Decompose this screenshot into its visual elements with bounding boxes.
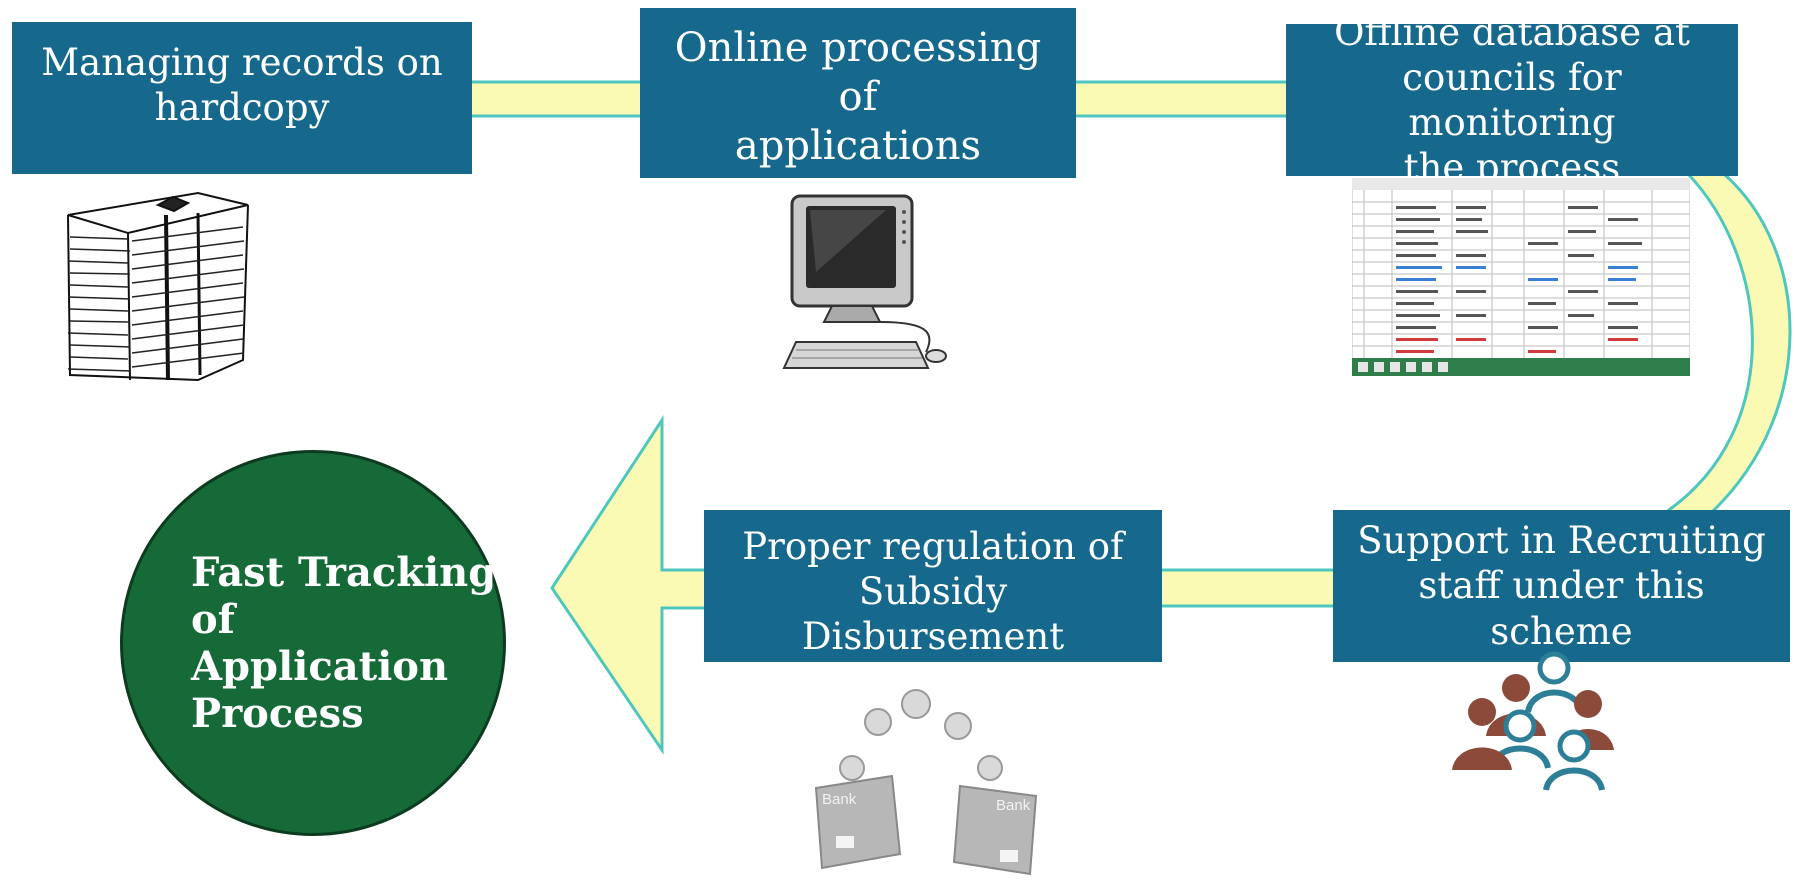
step-label: Offline database at councils for monitor… bbox=[1334, 10, 1690, 190]
bank-card-left-chip bbox=[836, 836, 854, 848]
step-box-subsidy-disbursement: Proper regulation of Subsidy Disbursemen… bbox=[704, 510, 1162, 662]
step-label: Proper regulation of Subsidy Disbursemen… bbox=[742, 525, 1124, 659]
step-box-offline-database: Offline database at councils for monitor… bbox=[1286, 11, 1738, 189]
bank-cards-coins-icon: Bank Bank bbox=[814, 689, 1038, 876]
goal-label: Fast Tracking of Application Process bbox=[191, 548, 497, 738]
connector-2-3 bbox=[1072, 80, 1290, 118]
step-label: Online processing of applications bbox=[674, 25, 1042, 169]
bank-card-right-chip bbox=[1000, 850, 1018, 862]
step-label: Support in Recruiting staff under this s… bbox=[1357, 519, 1766, 653]
bank-card-right-label: Bank bbox=[996, 797, 1031, 814]
spreadsheet-icon bbox=[1352, 178, 1690, 376]
computer-icon bbox=[782, 194, 947, 369]
step-box-online-processing: Online processing of applications bbox=[640, 8, 1076, 178]
connector-5-4 bbox=[1158, 568, 1337, 608]
big-left-arrow bbox=[550, 414, 710, 755]
bank-card-left-label: Bank bbox=[822, 791, 857, 808]
step-box-recruiting-support: Support in Recruiting staff under this s… bbox=[1333, 510, 1790, 662]
goal-circle: Fast Tracking of Application Process bbox=[120, 450, 506, 836]
people-group-icon bbox=[1452, 651, 1614, 791]
connector-1-2 bbox=[468, 80, 644, 118]
step-box-managing-records: Managing records on hardcopy bbox=[12, 22, 472, 174]
paper-stack-icon bbox=[67, 191, 249, 382]
step-label: Managing records on hardcopy bbox=[41, 41, 443, 130]
